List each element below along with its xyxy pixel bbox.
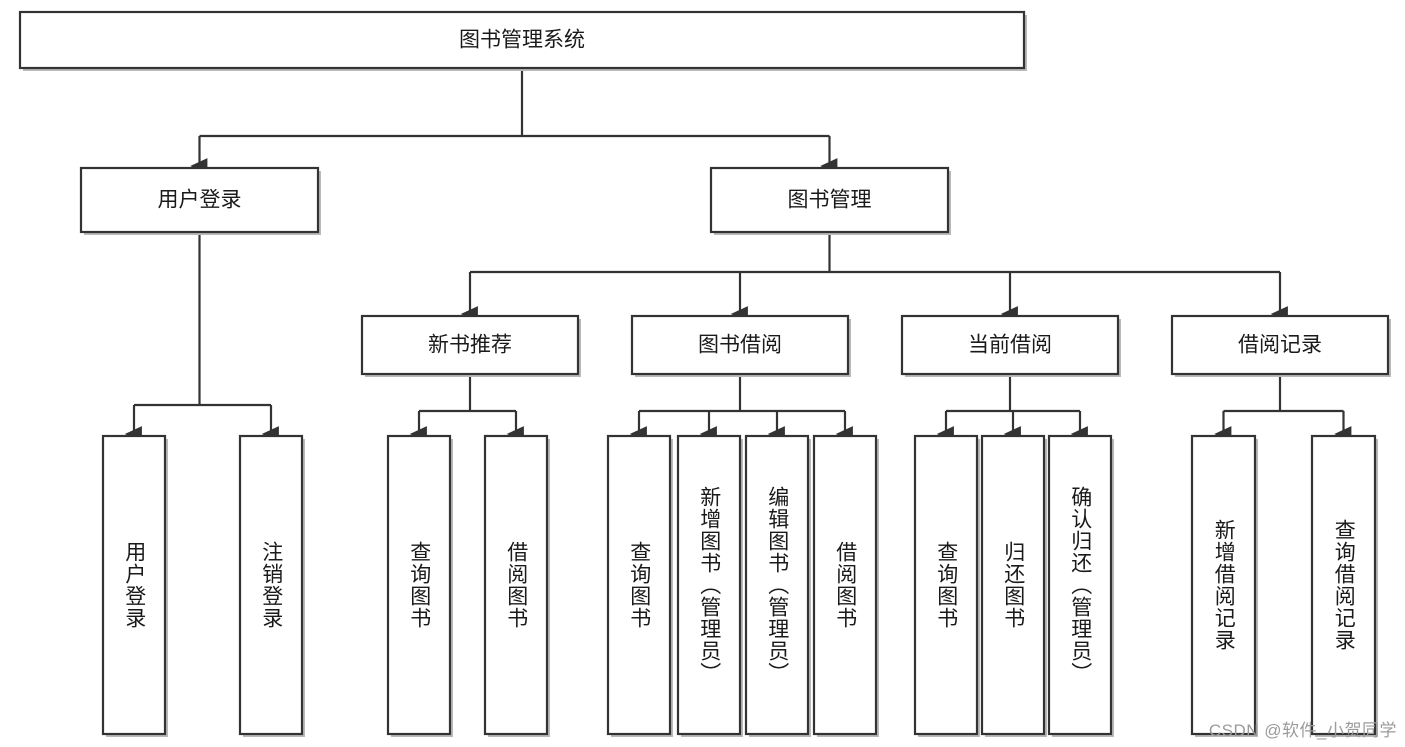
node-leaf-add-record[interactable] bbox=[1190, 434, 1257, 736]
node-user-login[interactable] bbox=[79, 166, 320, 234]
node-leaf-user-login[interactable] bbox=[101, 434, 167, 736]
node-borrow-record[interactable] bbox=[1170, 314, 1390, 376]
node-leaf-confirm-return[interactable] bbox=[1047, 434, 1113, 736]
node-new-book-recommend-label: 新书推荐 bbox=[428, 334, 512, 357]
node-current-borrow[interactable] bbox=[900, 314, 1120, 376]
node-root[interactable] bbox=[18, 10, 1026, 70]
watermark-text: CSDN @软件_小贺同学 bbox=[1208, 721, 1397, 740]
node-leaf-edit-book[interactable] bbox=[744, 434, 810, 736]
node-leaf-query-book-3[interactable] bbox=[913, 434, 979, 736]
node-root-label: 图书管理系统 bbox=[459, 29, 585, 52]
node-borrow-record-label: 借阅记录 bbox=[1238, 334, 1322, 357]
node-leaf-borrow-book-1[interactable] bbox=[483, 434, 549, 736]
node-book-manage[interactable] bbox=[709, 166, 950, 234]
connector-lines bbox=[124, 68, 1352, 442]
node-book-manage-label: 图书管理 bbox=[788, 189, 872, 212]
node-current-borrow-label: 当前借阅 bbox=[968, 334, 1052, 357]
node-leaf-query-book-1[interactable] bbox=[386, 434, 452, 736]
node-leaf-query-record[interactable] bbox=[1310, 434, 1377, 736]
node-leaf-return-book[interactable] bbox=[980, 434, 1046, 736]
node-leaf-add-book[interactable] bbox=[676, 434, 742, 736]
node-new-book-recommend[interactable] bbox=[360, 314, 580, 376]
node-leaf-query-book-2[interactable] bbox=[606, 434, 672, 736]
node-book-borrow-label: 图书借阅 bbox=[698, 334, 782, 357]
node-leaf-borrow-book-2[interactable] bbox=[812, 434, 878, 736]
node-leaf-user-logout[interactable] bbox=[238, 434, 304, 736]
node-user-login-label: 用户登录 bbox=[158, 189, 242, 212]
node-book-borrow[interactable] bbox=[630, 314, 850, 376]
